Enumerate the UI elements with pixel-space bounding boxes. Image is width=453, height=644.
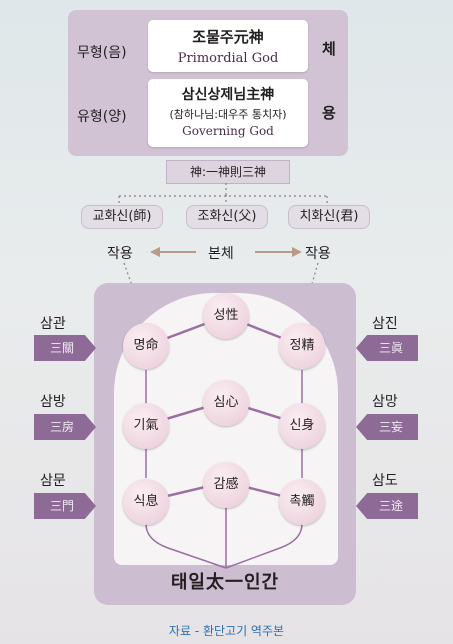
primordial-god-box: 조물주元神 Primordial God [148,20,308,72]
circle-mind: 심心 [203,380,249,426]
circle-essence: 정精 [279,323,325,369]
left-tag-1: 三關 [34,335,96,361]
action-label-left: 작용 [107,246,133,262]
right-tag-label-3: 삼도 [372,473,398,489]
right-tag-3: 三途 [356,493,418,519]
row1-side-label: 체 [322,40,336,58]
right-tag-2: 三妄 [356,414,418,440]
circle-nature: 성性 [203,293,249,339]
right-tag-1: 三眞 [356,335,418,361]
circle-body: 신身 [279,403,325,449]
governing-god-box: 삼신상제님主神 (참하나님:대우주 통치자) Governing God [148,79,308,147]
substance-label: 본체 [208,246,234,262]
circle-energy: 기氣 [123,403,169,449]
row2-label: 유형(양) [77,109,127,125]
left-tag-2: 三房 [34,414,96,440]
left-tag-label-1: 삼관 [40,316,66,332]
row2-side-label: 용 [322,104,336,122]
circle-touch: 촉觸 [279,479,325,525]
source-caption: 자료 - 환단고기 역주본 [168,624,285,638]
god-creation: 조화신(父) [186,205,268,229]
primordial-god-title: 조물주元神 [192,28,264,46]
left-tag-3: 三門 [34,493,96,519]
circle-feeling: 감感 [203,462,249,508]
action-label-right: 작용 [305,246,331,262]
right-tag-label-1: 삼진 [372,316,398,332]
left-tag-label-3: 삼문 [40,473,66,489]
governing-god-title: 삼신상제님主神 [181,87,275,103]
governing-god-en: Governing God [182,124,274,138]
governing-god-subtitle: (참하나님:대우주 통치자) [169,108,287,121]
left-tag-label-2: 삼방 [40,394,66,410]
principle-box: 神:一神則三神 [166,160,290,184]
god-teaching: 교화신(師) [81,205,163,229]
primordial-god-en: Primordial God [177,51,279,66]
bottom-title: 태일太一인간 [170,572,280,593]
row1-label: 무형(음) [77,45,127,61]
right-tag-label-2: 삼망 [372,394,398,410]
god-governing: 치화신(君) [288,205,370,229]
circle-breath: 식息 [123,479,169,525]
circle-life: 명命 [123,323,169,369]
